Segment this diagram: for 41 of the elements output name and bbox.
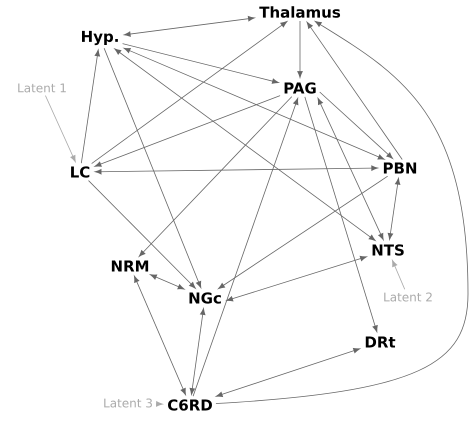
region-label: PBN	[384, 162, 416, 174]
latent-label: Latent 2	[384, 292, 432, 302]
region-label: NTS	[372, 244, 404, 256]
arrow	[304, 96, 378, 332]
arrow	[91, 21, 288, 164]
arrow	[94, 165, 378, 174]
arrow	[216, 348, 360, 397]
arrow	[297, 20, 303, 78]
region-label: PAG	[284, 82, 316, 94]
arrow	[94, 95, 280, 167]
arrow	[318, 98, 384, 240]
arrow	[150, 274, 185, 290]
arrow	[388, 178, 400, 240]
arrow	[392, 260, 406, 290]
arrow	[226, 256, 367, 302]
latent-label: Latent 3	[104, 398, 152, 408]
arrow	[124, 48, 385, 160]
arrow	[306, 22, 403, 160]
region-label: NRM	[112, 260, 148, 272]
region-label: DRt	[366, 336, 396, 348]
arrow	[156, 401, 163, 407]
region-label: LC	[71, 166, 90, 178]
arrow	[192, 98, 298, 397]
arrow	[122, 43, 279, 84]
region-label: Hyp.	[82, 30, 118, 46]
arrow	[134, 276, 186, 396]
arrow	[190, 308, 206, 395]
region-label: NGc	[190, 292, 221, 304]
arrow	[88, 180, 196, 289]
region-label: Thalamus	[259, 6, 340, 18]
region-label: C6RD	[168, 399, 212, 411]
arrow	[45, 95, 76, 162]
latent-label: Latent 1	[18, 84, 66, 92]
arrow	[138, 96, 292, 257]
arrow	[124, 16, 255, 37]
arrow	[216, 21, 468, 404]
arrow	[114, 48, 376, 241]
arrow	[80, 50, 100, 164]
arrow	[104, 48, 202, 288]
arrow	[319, 92, 394, 159]
arrow	[218, 176, 388, 290]
